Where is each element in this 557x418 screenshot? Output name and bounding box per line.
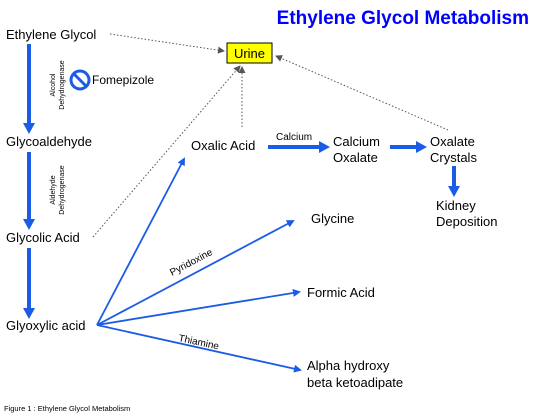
node-glyoxylic-acid: Glyoxylic acid [6,318,85,333]
arrow-glyoxylic-to-alpha-hydroxy [96,324,302,373]
node-oxalic-acid: Oxalic Acid [191,138,255,153]
dotted-glycolic-to-urine [92,65,241,238]
node-oxalate-crystals-line2: Crystals [430,150,477,165]
node-formic-acid: Formic Acid [307,285,375,300]
arrowhead [448,186,460,197]
arrow-glyoxylic-to-formic [96,289,301,326]
enzyme1-line2: Dehydrogenase [59,60,66,110]
node-calcium-oxalate-line2: Oxalate [333,150,378,165]
node-glycolic-acid: Glycolic Acid [6,230,80,245]
arrow-glyoxylic-to-oxalic [96,157,185,326]
arrowhead [416,141,427,153]
arrowhead [23,219,35,230]
enzyme1-line1: Alcohol [50,73,57,96]
label-fomepizole: Fomepizole [92,73,154,87]
arrowhead [23,123,35,134]
arrow-glyoxylic-to-glycine [96,220,295,326]
urine-box [226,42,273,64]
node-calcium-oxalate-line1: Calcium [333,134,380,149]
node-oxalate-crystals-line1: Oxalate [430,134,475,149]
diagram-title: Ethylene Glycol Metabolism [277,8,529,29]
node-kidney-deposition-line2: Deposition [436,214,497,229]
label-calcium: Calcium [276,132,312,143]
node-ethylene-glycol: Ethylene Glycol [6,27,96,42]
enzyme2-line1: Aldehyde [50,175,57,204]
node-alpha-hydroxy-line2: beta ketoadipate [307,375,403,390]
prohibited-icon [69,69,91,91]
urine-label: Urine [234,46,265,61]
figure-caption: Figure 1 : Ethylene Glycol Metabolism [4,404,130,413]
node-alpha-hydroxy-line1: Alpha hydroxy [307,358,390,373]
dotted-crystals-to-urine [275,55,449,131]
arrowhead [23,308,35,319]
enzyme2-line2: Dehydrogenase [59,165,66,215]
node-kidney-deposition-line1: Kidney [436,198,476,213]
label-thiamine: Thiamine [177,333,220,352]
node-glycoaldehyde: Glycoaldehyde [6,134,92,149]
node-glycine: Glycine [311,211,354,226]
dotted-eg-to-urine [109,33,225,54]
arrowhead [319,141,330,153]
